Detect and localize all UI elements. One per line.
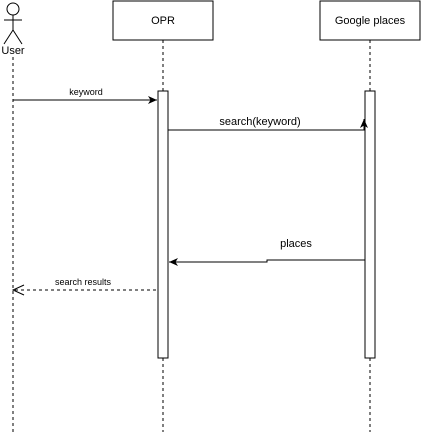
participant-opr-box	[112, 0, 214, 41]
message-search-label: search(keyword)	[219, 116, 300, 128]
opr-activation-bar	[157, 90, 169, 359]
message-search-arrow	[168, 119, 368, 131]
user-actor-label: User	[1, 45, 25, 57]
message-places[interactable]: places	[169, 238, 365, 266]
google-places-activation-bar	[364, 90, 376, 359]
message-keyword-label: keyword	[69, 87, 103, 97]
participant-opr[interactable]: OPR	[112, 0, 214, 41]
participant-google-places[interactable]: Google places	[319, 0, 421, 41]
message-places-arrow	[169, 258, 365, 266]
participant-opr-label: OPR	[151, 15, 175, 27]
participant-google-places-label: Google places	[335, 15, 406, 27]
message-search-results[interactable]: search results	[11, 277, 156, 296]
participant-google-places-box	[319, 0, 421, 41]
user-actor[interactable]: User	[1, 2, 25, 57]
actor-icon	[3, 2, 23, 45]
message-search-results-label: search results	[55, 277, 112, 287]
message-search[interactable]: search(keyword)	[168, 116, 368, 131]
message-keyword[interactable]: keyword	[13, 87, 157, 104]
message-places-label: places	[280, 238, 312, 250]
message-search-results-arrowhead	[11, 284, 25, 296]
